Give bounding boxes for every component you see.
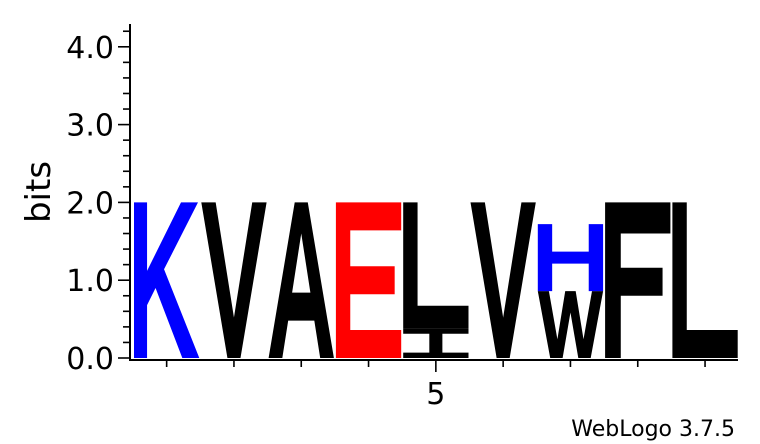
letter-f-pos-8 bbox=[605, 202, 671, 358]
y-tick-label: 4.0 bbox=[66, 31, 114, 66]
letter-w-pos-7 bbox=[537, 291, 604, 358]
x-axis: 5 bbox=[129, 359, 738, 412]
x-tick-label: 5 bbox=[426, 377, 445, 412]
y-tick-label: 3.0 bbox=[66, 109, 114, 144]
weblogo-credit: WebLogo 3.7.5 bbox=[571, 417, 735, 442]
letter-a-pos-3 bbox=[268, 202, 334, 358]
letter-k-pos-1 bbox=[134, 202, 200, 358]
letter-l-pos-5 bbox=[403, 202, 469, 329]
letter-h-pos-7 bbox=[537, 224, 604, 292]
letter-i-pos-5 bbox=[403, 328, 469, 358]
y-axis-label: bits bbox=[19, 161, 59, 223]
y-axis: 0.0 1.0 2.0 3.0 4.0 bbox=[66, 24, 131, 377]
letter-l-pos-9 bbox=[672, 202, 738, 358]
y-tick-label: 0.0 bbox=[66, 342, 114, 377]
y-tick-label: 2.0 bbox=[66, 186, 114, 221]
letter-v-pos-6 bbox=[470, 202, 536, 358]
letter-v-pos-2 bbox=[201, 202, 267, 358]
letter-e-pos-4 bbox=[335, 202, 402, 358]
y-tick-label: 1.0 bbox=[66, 264, 114, 299]
letter-stacks bbox=[134, 202, 738, 358]
